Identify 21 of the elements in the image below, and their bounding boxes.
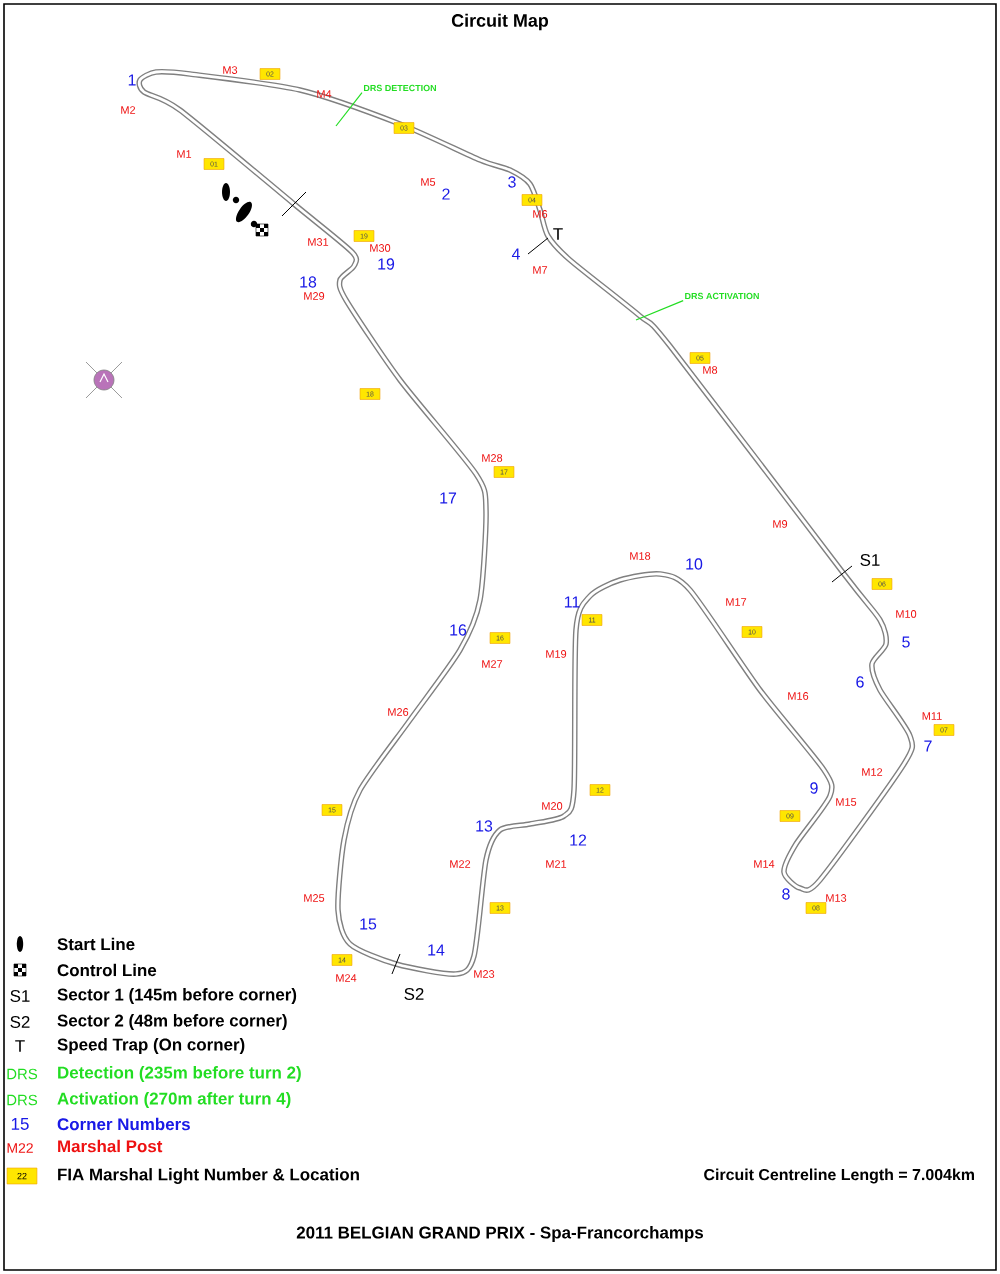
caption: 2011 BELGIAN GRAND PRIX - Spa-Francorchamps <box>296 1226 703 1242</box>
legend-text: Sector 1 (145m before corner) <box>57 988 297 1004</box>
leader-line <box>635 299 684 321</box>
legend-text: Speed Trap (On corner) <box>57 1038 245 1054</box>
sector-label: S1 <box>860 554 880 566</box>
legend-text: Activation (270m after turn 4) <box>57 1092 291 1108</box>
title: Circuit Map <box>451 13 549 31</box>
leader-line <box>335 92 363 127</box>
sector-label: S2 <box>404 988 424 1000</box>
sector-label: T <box>553 228 563 240</box>
legend-text: Marshal Post <box>58 1139 163 1153</box>
legend-symbol: S1 <box>10 990 30 1002</box>
legend-symbol: T <box>15 1040 25 1052</box>
legend-symbol: 15 <box>11 1118 29 1130</box>
legend-text: FIA Marshal Light Number & Location <box>58 1168 359 1184</box>
legend-text: Sector 2 (48m before corner) <box>57 1014 287 1030</box>
legend-text: Start Line <box>57 937 135 951</box>
legend-text: Detection (235m before turn 2) <box>58 1066 301 1082</box>
legend-text: Control Line <box>57 963 157 977</box>
legend-symbol: S2 <box>10 1016 30 1028</box>
legend-text: Corner Numbers <box>57 1117 190 1131</box>
